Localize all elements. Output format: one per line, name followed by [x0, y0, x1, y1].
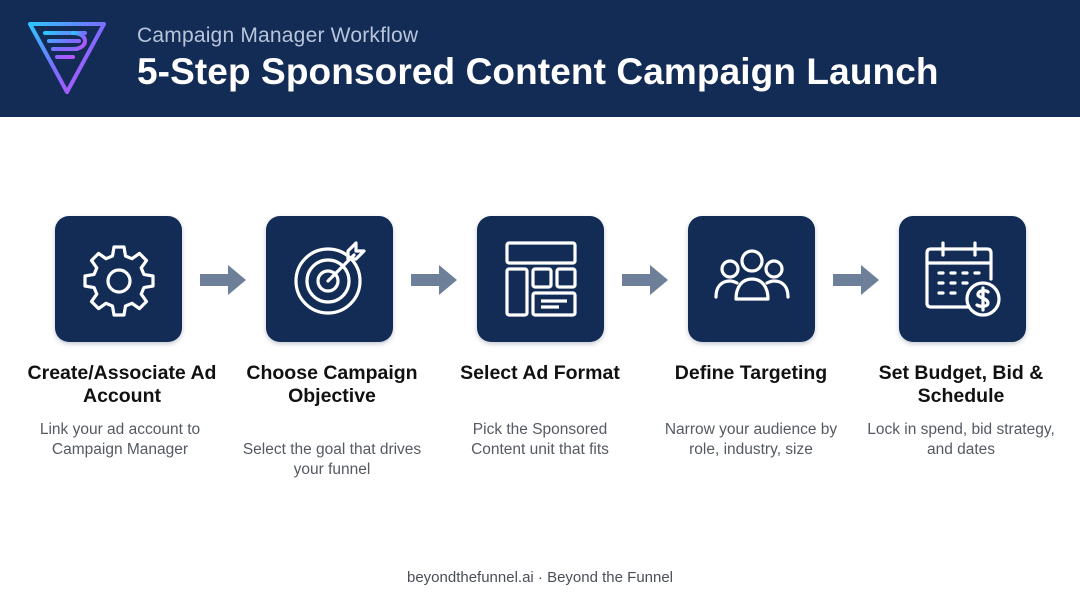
step-2-description: Select the goal that drives your funnel — [242, 441, 422, 478]
header-banner: Campaign Manager Workflow 5-Step Sponsor… — [0, 0, 1080, 117]
footer-credit: beyondthefunnel.ai · Beyond the Funnel — [406, 569, 674, 586]
brand-logo-icon — [28, 22, 106, 94]
step-4-title: Define Targeting — [674, 362, 828, 384]
step-2-title: Choose Campaign Objective — [246, 362, 418, 407]
step-1-tile — [55, 216, 182, 342]
arrow-right-icon — [411, 265, 457, 295]
step-3-tile — [477, 216, 604, 342]
step-4-tile — [688, 216, 815, 342]
step-5-tile — [899, 216, 1026, 342]
target-icon — [293, 241, 366, 315]
step-2-tile — [266, 216, 393, 342]
page-subtitle: Campaign Manager Workflow — [137, 24, 419, 47]
page-title: 5-Step Sponsored Content Campaign Launch — [137, 51, 939, 92]
step-1-description: Link your ad account to Campaign Manager — [39, 421, 201, 458]
step-3-description: Pick the Sponsored Content unit that fit… — [471, 421, 609, 458]
step-3-title: Select Ad Format — [460, 362, 620, 384]
step-5-title: Set Budget, Bid & Schedule — [878, 362, 1044, 407]
step-4-description: Narrow your audience by role, industry, … — [664, 421, 838, 458]
layout-icon — [504, 241, 577, 317]
arrow-right-icon — [200, 265, 246, 295]
gear-icon — [82, 245, 155, 317]
arrow-right-icon — [622, 265, 668, 295]
calendar-dollar-icon — [924, 241, 1001, 317]
audience-icon — [713, 249, 790, 301]
arrow-right-icon — [833, 265, 879, 295]
step-5-description: Lock in spend, bid strategy, and dates — [867, 421, 1055, 458]
step-1-title: Create/Associate Ad Account — [27, 362, 217, 407]
